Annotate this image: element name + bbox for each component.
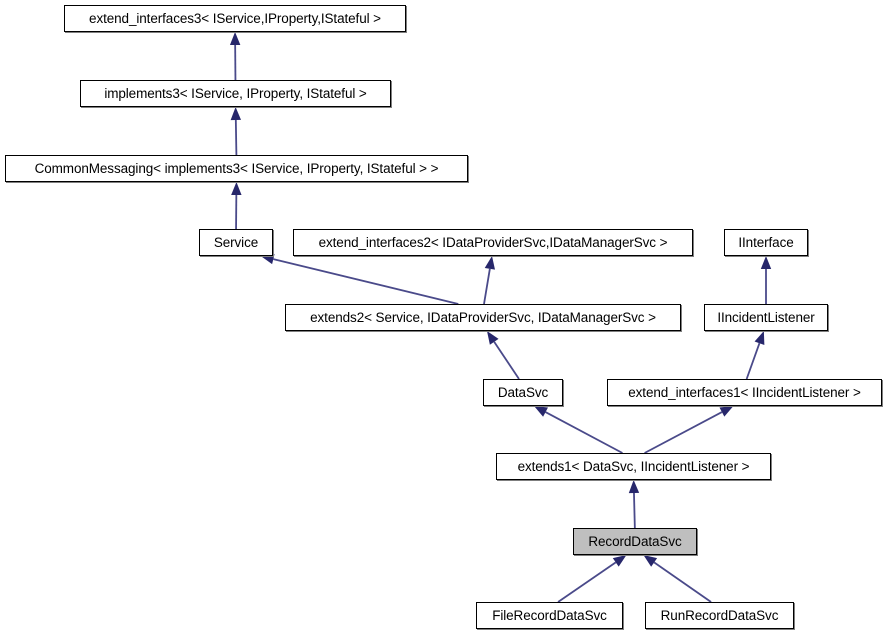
class-node-FileRecordDataSvc[interactable]: FileRecordDataSvc (476, 602, 623, 629)
class-node-label: CommonMessaging< implements3< IService, … (34, 160, 439, 176)
inheritance-edge-RunRecordDataSvc-to-RecordDataSvc (643, 555, 712, 603)
class-node-extend_interfaces2[interactable]: extend_interfaces2< IDataProviderSvc,IDa… (293, 229, 693, 256)
class-node-label: RecordDataSvc (588, 533, 682, 549)
class-node-extends2[interactable]: extends2< Service, IDataProviderSvc, IDa… (285, 304, 681, 331)
inheritance-edge-FileRecordDataSvc-to-RecordDataSvc (557, 555, 627, 603)
class-node-label: extend_interfaces1< IIncidentListener > (628, 384, 861, 400)
class-node-DataSvc[interactable]: DataSvc (483, 379, 563, 406)
class-node-label: extends2< Service, IDataProviderSvc, IDa… (310, 309, 656, 325)
class-node-extend_interfaces3[interactable]: extend_interfaces3< IService,IProperty,I… (64, 5, 406, 32)
class-node-label: DataSvc (497, 384, 549, 400)
class-node-label: RunRecordDataSvc (660, 607, 779, 623)
class-node-Service[interactable]: Service (199, 229, 273, 256)
inheritance-edge-RecordDataSvc-to-extends1 (628, 480, 640, 529)
class-node-IIncidentListener[interactable]: IIncidentListener (704, 304, 828, 331)
class-node-label: extends1< DataSvc, IIncidentListener > (517, 458, 750, 474)
inheritance-edge-implements3-to-extend_interfaces3 (229, 32, 241, 81)
class-node-IInterface[interactable]: IInterface (724, 229, 808, 256)
class-node-label: extend_interfaces2< IDataProviderSvc,IDa… (318, 234, 668, 250)
class-node-RunRecordDataSvc[interactable]: RunRecordDataSvc (645, 602, 794, 629)
class-node-CommonMessaging[interactable]: CommonMessaging< implements3< IService, … (5, 155, 468, 182)
class-node-extend_interfaces1[interactable]: extend_interfaces1< IIncidentListener > (607, 379, 882, 406)
inheritance-edge-Service-to-CommonMessaging (231, 182, 242, 230)
inheritance-edge-IIncidentListener-to-IInterface (760, 256, 772, 304)
class-node-label: implements3< IService, IProperty, IState… (104, 85, 367, 101)
class-node-RecordDataSvc[interactable]: RecordDataSvc (573, 528, 697, 555)
inheritance-edge-CommonMessaging-to-implements3 (230, 107, 242, 156)
class-node-label: extend_interfaces3< IService,IProperty,I… (89, 10, 381, 26)
class-node-label: IIncidentListener (717, 309, 815, 325)
inheritance-edge-extend_interfaces1-to-IIncidentListener (745, 331, 765, 380)
inheritance-edge-extends1-to-DataSvc (534, 406, 623, 454)
class-node-implements3[interactable]: implements3< IService, IProperty, IState… (80, 80, 391, 107)
class-node-extends1[interactable]: extends1< DataSvc, IIncidentListener > (496, 453, 771, 480)
inheritance-edge-extends2-to-Service (260, 254, 459, 305)
class-node-label: Service (213, 234, 259, 250)
inheritance-edge-extends2-to-extend_interfaces2 (483, 256, 495, 305)
class-node-label: IInterface (738, 234, 794, 250)
class-node-label: FileRecordDataSvc (492, 607, 607, 623)
inheritance-edge-extends1-to-extend_interfaces1 (644, 406, 734, 454)
inheritance-edge-DataSvc-to-extends2 (487, 331, 520, 380)
